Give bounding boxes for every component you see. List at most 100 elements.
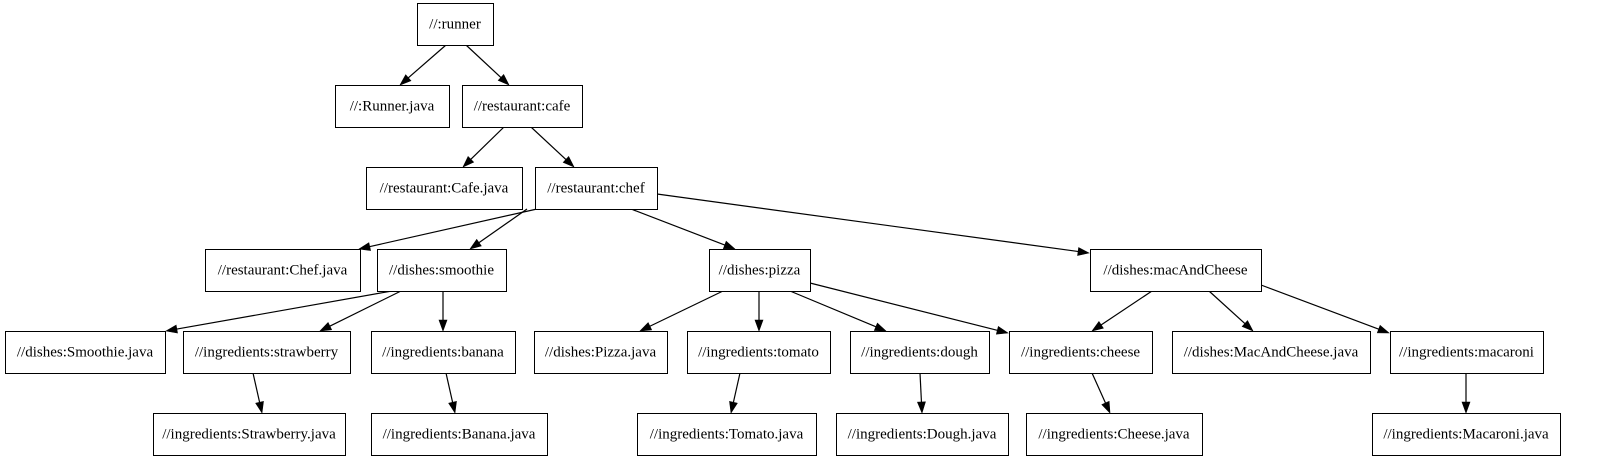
graph-node-ing_banana[interactable]: //ingredients:banana <box>371 331 516 374</box>
edge-ing_banana-to-banana_java <box>445 372 457 414</box>
node-box[interactable] <box>1172 331 1371 374</box>
arrowhead-icon <box>917 401 926 414</box>
graph-node-dishes_pizza[interactable]: //dishes:pizza <box>709 249 811 292</box>
arrowhead-icon <box>319 322 333 332</box>
graph-node-runner_java[interactable]: //:Runner.java <box>335 85 450 128</box>
edge-line <box>406 44 447 80</box>
node-label: //ingredients:dough <box>861 344 978 360</box>
node-box[interactable] <box>153 413 346 456</box>
node-label: //:Runner.java <box>350 98 435 114</box>
edge-runner-to-restaurant_cafe <box>465 44 510 86</box>
graph-node-pizza_java[interactable]: //dishes:Pizza.java <box>534 331 668 374</box>
arrowhead-icon <box>497 74 510 86</box>
node-label: //dishes:MacAndCheese.java <box>1184 344 1359 360</box>
graph-node-runner[interactable]: //:runner <box>417 3 494 46</box>
graph-node-macaroni_java[interactable]: //ingredients:Macaroni.java <box>1372 413 1561 456</box>
edge-dishes_macandchee-to-ing_macaroni <box>1260 284 1390 334</box>
arrowhead-icon <box>1077 247 1090 256</box>
node-box[interactable] <box>836 413 1009 456</box>
node-label: //dishes:Pizza.java <box>545 344 657 360</box>
edge-restaurant_chef-to-dishes_smoothie <box>469 208 528 250</box>
node-box[interactable] <box>850 331 990 374</box>
node-box[interactable] <box>1009 331 1153 374</box>
node-label: //ingredients:Tomato.java <box>650 426 804 442</box>
node-box[interactable] <box>417 3 494 46</box>
edge-line <box>919 372 923 404</box>
node-box[interactable] <box>687 331 831 374</box>
edge-line <box>530 126 568 161</box>
edge-line <box>656 193 1080 253</box>
node-box[interactable] <box>1026 413 1203 456</box>
graph-node-ing_tomato[interactable]: //ingredients:tomato <box>687 331 831 374</box>
arrowhead-icon <box>1376 324 1390 334</box>
arrowhead-icon <box>562 156 575 168</box>
graph-node-macandcheese_java[interactable]: //dishes:MacAndCheese.java <box>1172 331 1371 374</box>
arrowhead-icon <box>165 324 178 334</box>
arrowhead-icon <box>722 240 736 250</box>
node-box[interactable] <box>371 413 548 456</box>
graph-node-cheese_java[interactable]: //ingredients:Cheese.java <box>1026 413 1203 456</box>
arrowhead-icon <box>1091 321 1104 332</box>
graph-node-chef_java[interactable]: //restaurant:Chef.java <box>205 249 361 292</box>
node-box[interactable] <box>205 249 361 292</box>
arrowhead-icon <box>462 155 475 168</box>
edge-line <box>1208 290 1247 326</box>
node-box[interactable] <box>637 413 817 456</box>
edge-line <box>1091 372 1107 405</box>
node-box[interactable] <box>709 249 811 292</box>
graph-node-tomato_java[interactable]: //ingredients:Tomato.java <box>637 413 817 456</box>
edge-restaurant_cafe-to-cafe_java <box>462 126 505 168</box>
edge-ing_macaroni-to-macaroni_java <box>1461 373 1471 414</box>
edge-line <box>328 290 402 328</box>
node-box[interactable] <box>5 331 166 374</box>
node-box[interactable] <box>1372 413 1561 456</box>
edges-layer <box>165 44 1471 414</box>
edge-runner-to-runner_java <box>399 44 447 86</box>
edge-line <box>732 372 741 404</box>
graph-node-restaurant_cafe[interactable]: //restaurant:cafe <box>462 85 583 128</box>
edge-dishes_macandchee-to-macandcheese_java <box>1208 290 1254 332</box>
edge-line <box>469 126 505 161</box>
edge-dishes_smoothie-to-smoothie_java <box>165 290 393 334</box>
graph-node-banana_java[interactable]: //ingredients:Banana.java <box>371 413 548 456</box>
arrowhead-icon <box>399 74 412 86</box>
node-box[interactable] <box>534 331 668 374</box>
edge-restaurant_chef-to-dishes_macandchee <box>656 193 1090 256</box>
node-box[interactable] <box>335 85 450 128</box>
node-label: //ingredients:Banana.java <box>383 426 536 442</box>
graph-node-dough_java[interactable]: //ingredients:Dough.java <box>836 413 1009 456</box>
edge-line <box>630 208 727 247</box>
graph-node-dishes_smoothie[interactable]: //dishes:smoothie <box>377 249 507 292</box>
node-box[interactable] <box>462 85 583 128</box>
node-label: //ingredients:Macaroni.java <box>1383 426 1549 442</box>
graph-node-ing_dough[interactable]: //ingredients:dough <box>850 331 990 374</box>
node-box[interactable] <box>371 331 516 374</box>
edge-dishes_smoothie-to-ing_strawberry <box>319 290 402 332</box>
graph-node-ing_cheese[interactable]: //ingredients:cheese <box>1009 331 1153 374</box>
node-box[interactable] <box>1390 331 1544 374</box>
edge-line <box>465 44 503 79</box>
edge-ing_strawberry-to-strawberry_java <box>252 372 264 414</box>
node-box[interactable] <box>183 331 351 374</box>
graph-node-smoothie_java[interactable]: //dishes:Smoothie.java <box>5 331 166 374</box>
edge-line <box>252 372 261 404</box>
node-box[interactable] <box>1090 249 1262 292</box>
graph-node-restaurant_chef[interactable]: //restaurant:chef <box>535 167 658 210</box>
node-box[interactable] <box>377 249 507 292</box>
node-label: //dishes:pizza <box>719 262 801 278</box>
edge-line <box>1099 290 1153 327</box>
node-label: //ingredients:macaroni <box>1399 344 1534 360</box>
node-box[interactable] <box>535 167 658 210</box>
node-box[interactable] <box>366 167 523 210</box>
arrowhead-icon <box>873 322 887 332</box>
node-label: //ingredients:cheese <box>1021 344 1140 360</box>
graph-node-ing_macaroni[interactable]: //ingredients:macaroni <box>1390 331 1544 374</box>
graph-node-strawberry_java[interactable]: //ingredients:Strawberry.java <box>153 413 346 456</box>
edge-line <box>1260 284 1381 331</box>
graph-node-ing_strawberry[interactable]: //ingredients:strawberry <box>183 331 351 374</box>
graph-node-cafe_java[interactable]: //restaurant:Cafe.java <box>366 167 523 210</box>
graph-node-dishes_macandchee[interactable]: //dishes:macAndCheese <box>1090 249 1262 292</box>
node-label: //dishes:Smoothie.java <box>17 344 154 360</box>
